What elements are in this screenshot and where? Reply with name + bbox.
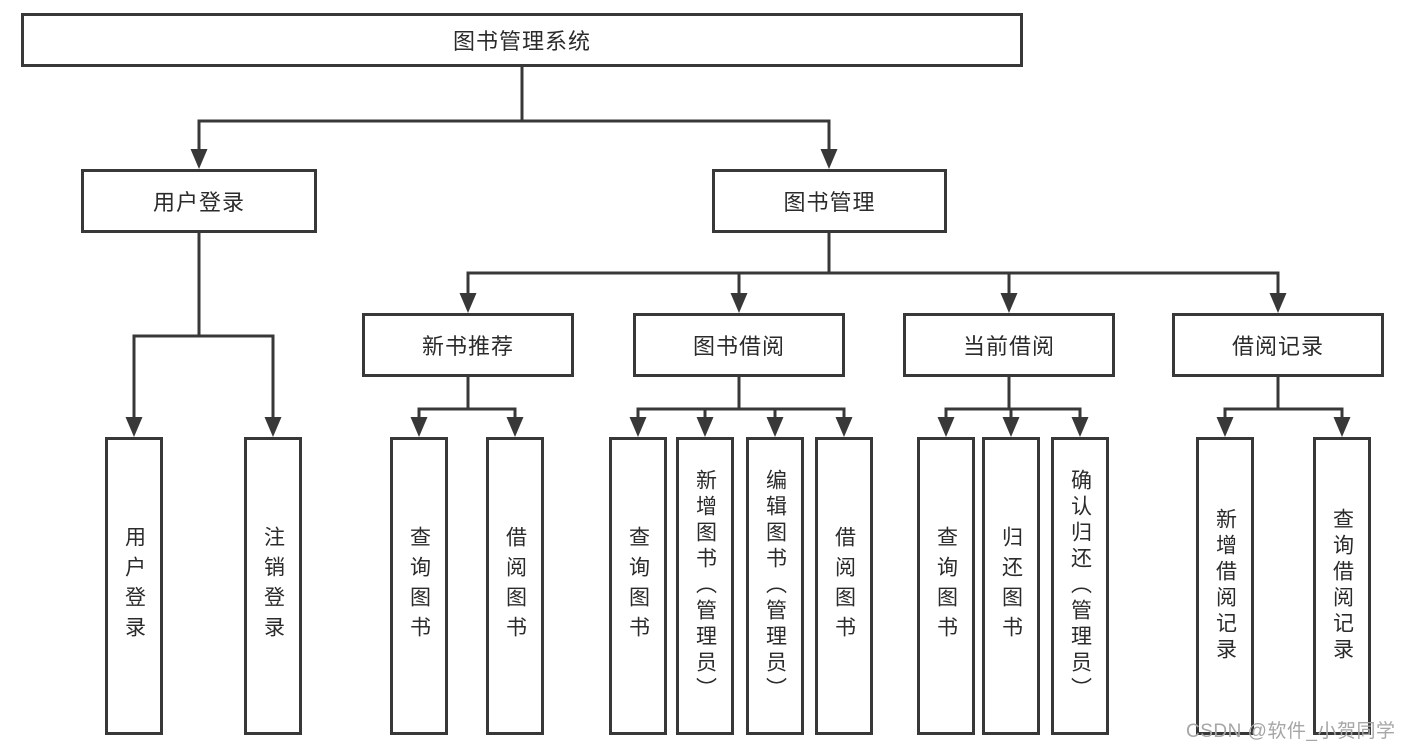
node-label: 借阅图书 [832,526,856,646]
node-label: 新书推荐 [421,334,514,359]
leaf-query-books-borrow: 查询图书 [609,437,667,735]
leaf-logout: 注销登录 [244,437,302,735]
node-label: 编辑图书（管理员） [763,469,787,703]
arrowheads [125,149,1351,437]
leaf-edit-books-admin: 编辑图书（管理员） [746,437,804,735]
node-label: 确认归还（管理员） [1068,469,1092,703]
node-book-management-branch: 图书管理 [712,169,947,233]
node-label: 用户登录 [122,526,146,646]
node-user-login-branch: 用户登录 [81,169,317,233]
node-library-management-system: 图书管理系统 [21,13,1023,67]
node-label: 图书借阅 [692,334,785,359]
node-label: 新增图书（管理员） [693,469,717,703]
leaf-query-borrow-record: 查询借阅记录 [1313,437,1371,735]
leaf-return-books: 归还图书 [982,437,1040,735]
node-label: 查询借阅记录 [1330,508,1354,664]
node-label: 借阅记录 [1231,334,1324,359]
node-book-borrow: 图书借阅 [633,313,845,377]
node-label: 新增借阅记录 [1213,508,1237,664]
node-label: 注销登录 [261,526,285,646]
node-label: 查询图书 [626,526,650,646]
csdn-watermark: CSDN @软件_小贺同学 [1186,721,1396,742]
leaf-add-borrow-record: 新增借阅记录 [1196,437,1254,735]
leaf-user-login: 用户登录 [105,437,163,735]
node-label: 归还图书 [999,526,1023,646]
node-borrow-records: 借阅记录 [1172,313,1384,377]
node-current-borrow: 当前借阅 [903,313,1115,377]
node-new-book-recommend: 新书推荐 [362,313,574,377]
node-label: 用户登录 [152,190,245,215]
node-label: 查询图书 [407,526,431,646]
node-label: 借阅图书 [503,526,527,646]
leaf-borrow-books-recommend: 借阅图书 [486,437,544,735]
leaf-query-books-recommend: 查询图书 [390,437,448,735]
leaf-add-books-admin: 新增图书（管理员） [676,437,734,735]
leaf-confirm-return-admin: 确认归还（管理员） [1051,437,1109,735]
node-label: 图书管理系统 [452,29,591,54]
leaf-query-books-current: 查询图书 [917,437,975,735]
node-label: 查询图书 [934,526,958,646]
leaf-borrow-books: 借阅图书 [815,437,873,735]
node-label: 当前借阅 [962,334,1055,359]
node-label: 图书管理 [783,190,876,215]
